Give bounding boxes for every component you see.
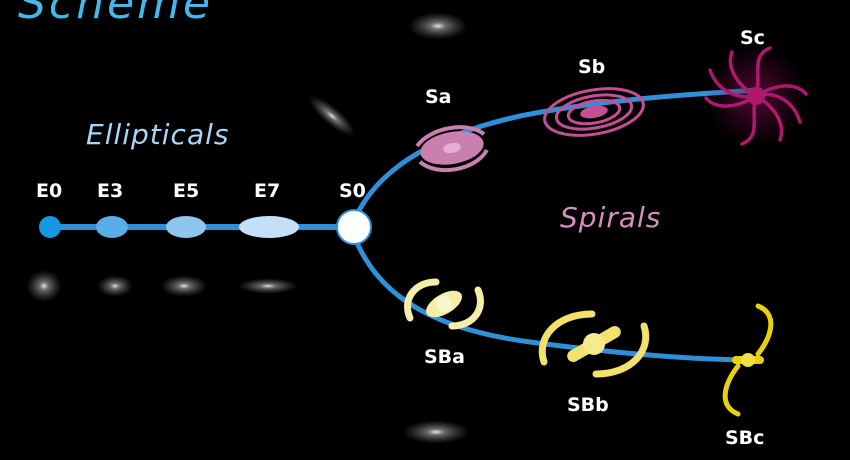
- label-e0: E0: [36, 180, 63, 202]
- galaxy-e3-icon: [96, 216, 128, 238]
- spirals-label: Spirals: [560, 201, 662, 234]
- label-sbc: SBc: [725, 427, 765, 449]
- galaxy-sbc-icon: [722, 303, 774, 417]
- bg-galaxy-bottom: [402, 420, 470, 444]
- galaxy-e5-icon: [166, 216, 206, 238]
- galaxy-sa-icon: [415, 125, 489, 173]
- galaxy-sc-icon: [704, 46, 808, 146]
- bg-galaxy-e7: [238, 278, 298, 294]
- galaxy-e0-icon: [39, 216, 61, 238]
- label-e5: E5: [173, 180, 200, 202]
- ellipticals-label: Ellipticals: [86, 118, 230, 151]
- bg-galaxy-top: [408, 12, 468, 40]
- bg-galaxy-e0: [26, 270, 62, 302]
- label-sa: Sa: [425, 86, 452, 108]
- label-sb: Sb: [578, 56, 606, 78]
- fork-lower-branch: [349, 227, 763, 363]
- fork-upper-branch: [349, 87, 763, 229]
- bg-galaxy-tilted: [308, 95, 356, 137]
- bg-galaxy-e5: [160, 275, 208, 297]
- galaxy-s0-icon: [336, 209, 372, 245]
- elliptical-sequence: [39, 209, 372, 245]
- label-e7: E7: [254, 180, 281, 202]
- label-sbb: SBb: [567, 394, 609, 416]
- diagram-title: Scheme: [18, 0, 214, 29]
- galaxy-sb-icon: [543, 87, 645, 137]
- label-sc: Sc: [740, 27, 765, 49]
- galaxy-e7-icon: [239, 216, 299, 238]
- label-e3: E3: [97, 180, 124, 202]
- galaxy-sba-icon: [404, 278, 484, 330]
- galaxy-sbb-icon: [538, 310, 650, 378]
- label-sba: SBa: [424, 346, 465, 368]
- bg-galaxy-e3: [97, 275, 133, 297]
- background-galaxy-photos: [26, 12, 470, 444]
- label-s0: S0: [339, 180, 366, 202]
